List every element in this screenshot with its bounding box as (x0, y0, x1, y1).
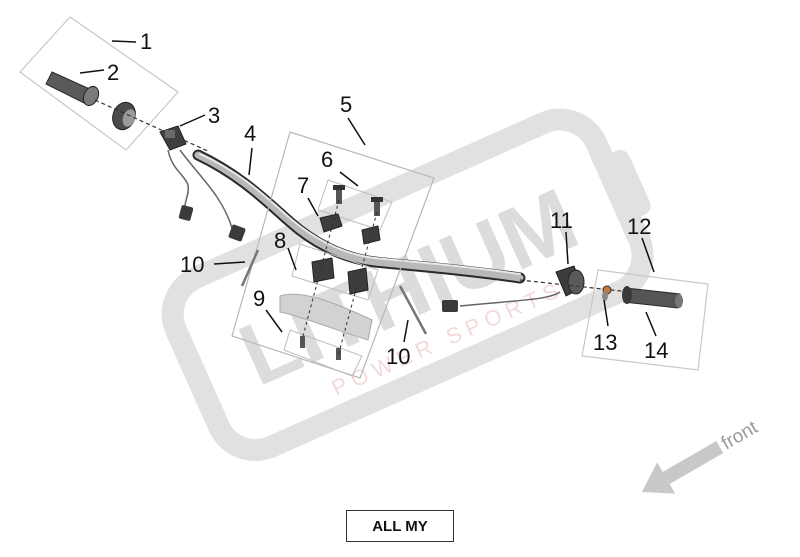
clamp-bolt-part (333, 185, 383, 216)
model-year-text: ALL MY (372, 517, 428, 535)
callout-1: 1 (140, 29, 152, 54)
front-direction-indicator: front (641, 417, 762, 494)
lower-clamp-part (311, 257, 369, 295)
handlebar-part (192, 149, 526, 284)
callout-14: 14 (644, 338, 668, 363)
group-box-left-grip (19, 16, 179, 151)
callout-9: 9 (253, 286, 265, 311)
callout-10-right: 10 (386, 344, 410, 369)
alignment-line-right (519, 279, 631, 293)
callouts: 1 2 3 4 5 6 7 8 9 10 10 11 12 13 14 (107, 29, 668, 369)
group-box-bolts (317, 179, 393, 231)
callout-6: 6 (321, 147, 333, 172)
throttle-sleeve-part (112, 101, 136, 131)
bottom-bolt-part (300, 336, 341, 360)
right-grip-part (602, 285, 683, 309)
group-box-bottom-bolts (283, 329, 363, 377)
callout-12: 12 (627, 214, 651, 239)
callout-7: 7 (297, 173, 309, 198)
alignment-line-left (94, 99, 211, 153)
group-box-right-grip (581, 269, 709, 371)
battery-outline-icon: LITHIUM POWER SPORTS (161, 108, 654, 462)
callout-10-left: 10 (180, 252, 204, 277)
throttle-housing-part (442, 265, 585, 312)
riser-plate-part (279, 293, 373, 341)
arrow-icon (641, 440, 724, 494)
left-switch-part (159, 125, 246, 242)
model-year-label: ALL MY (346, 510, 454, 542)
callout-2: 2 (107, 60, 119, 85)
callout-8: 8 (274, 228, 286, 253)
leader-lines (79, 40, 657, 343)
watermark: LITHIUM POWER SPORTS (161, 108, 654, 462)
callout-3: 3 (208, 103, 220, 128)
callout-5: 5 (340, 92, 352, 117)
front-label: front (718, 417, 762, 455)
left-grip-part (45, 71, 100, 107)
cable-part (240, 249, 428, 335)
callout-4: 4 (244, 121, 256, 146)
clamp-alignment-lines (301, 199, 378, 357)
callout-13: 13 (593, 330, 617, 355)
upper-clamp-part (319, 213, 381, 245)
callout-11: 11 (550, 208, 573, 233)
